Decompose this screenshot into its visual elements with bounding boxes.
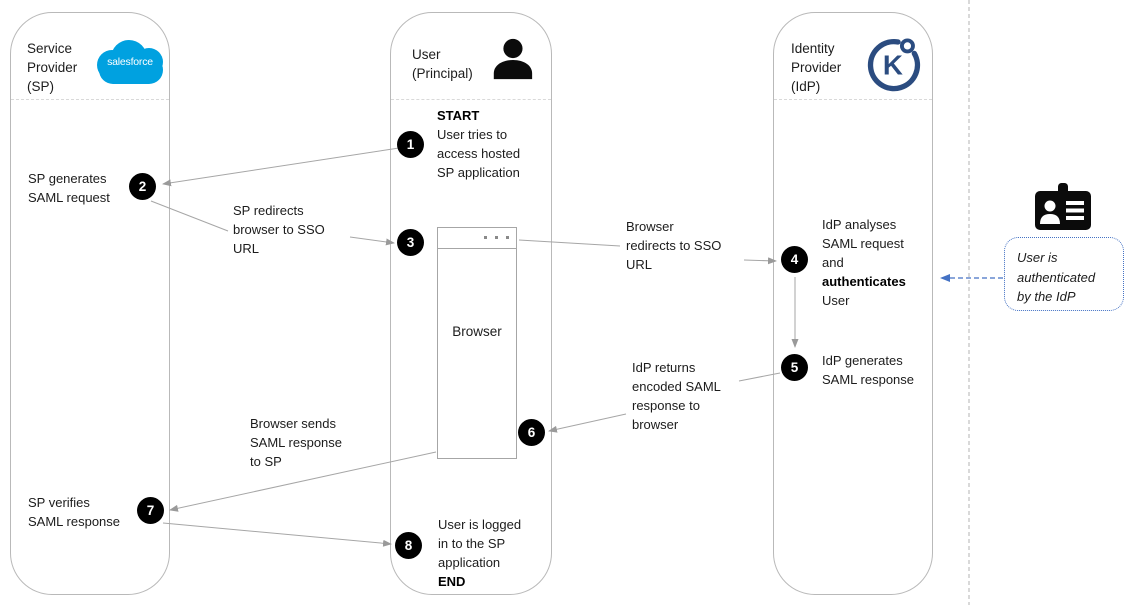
- step-circle-8: 8: [395, 532, 422, 559]
- lane-service-provider: Service Provider (SP) salesforce: [10, 12, 170, 595]
- step-circle-4: 4: [781, 246, 808, 273]
- lane-divider: [391, 99, 551, 100]
- step-circle-7: 7: [137, 497, 164, 524]
- browser-window: Browser: [437, 227, 517, 459]
- end-label: END: [438, 574, 466, 589]
- edge-label-browser-redirects: Browser redirects to SSO URL: [626, 219, 722, 272]
- step-8-label: User is logged in to the SP application …: [438, 517, 522, 589]
- browser-menu-dots-icon: [484, 236, 509, 239]
- lane-divider: [774, 99, 932, 100]
- edge-label-browser-sends: Browser sends SAML response to SP: [250, 416, 343, 469]
- edge-label-idp-returns: IdP returns encoded SAML response to bro…: [632, 360, 721, 432]
- lane-title-idp: Identity Provider (IdP): [791, 41, 842, 94]
- note-user-authenticated: User is authenticated by the IdP: [1004, 237, 1124, 311]
- lane-identity-provider: Identity Provider (IdP) K: [773, 12, 933, 595]
- lane-title-user: User (Principal): [412, 47, 473, 81]
- salesforce-logo-icon: salesforce: [95, 37, 165, 87]
- step-circle-3: 3: [397, 229, 424, 256]
- step-7-label: SP verifies SAML response: [28, 495, 121, 529]
- step-5-label: IdP generates SAML response: [822, 353, 915, 387]
- step-4-label: IdP analyses SAML request and authentica…: [822, 217, 906, 308]
- salesforce-logo-text: salesforce: [107, 56, 153, 68]
- step-circle-6: 6: [518, 419, 545, 446]
- step-circle-1: 1: [397, 131, 424, 158]
- start-label: START: [437, 108, 480, 123]
- keycloak-logo-letter: K: [883, 50, 903, 81]
- step-1-label: START User tries to access hosted SP app…: [437, 108, 521, 180]
- keycloak-logo-icon: K: [867, 38, 921, 92]
- step-circle-5: 5: [781, 354, 808, 381]
- authenticates-label: authenticates: [822, 274, 906, 289]
- lane-divider: [11, 99, 169, 100]
- edge-label-sp-redirects: SP redirects browser to SSO URL: [233, 203, 325, 256]
- step-2-label: SP generates SAML request: [28, 171, 110, 205]
- person-icon: [493, 38, 533, 80]
- browser-titlebar: [438, 228, 516, 249]
- lane-title-sp: Service Provider (SP): [27, 41, 78, 94]
- browser-label: Browser: [452, 324, 502, 339]
- step-circle-2: 2: [129, 173, 156, 200]
- id-badge-icon: [1035, 183, 1091, 230]
